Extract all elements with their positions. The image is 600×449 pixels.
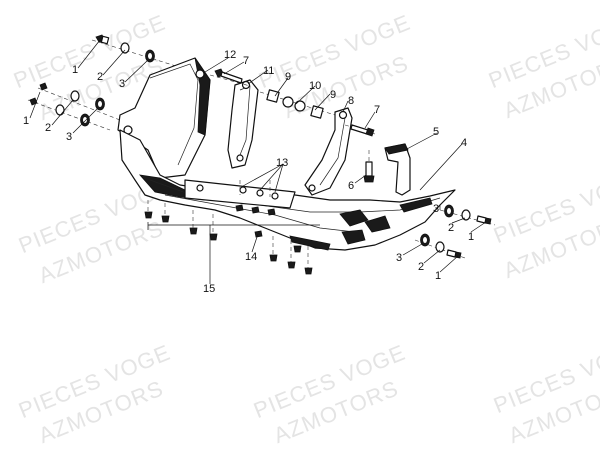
callout-2: 2	[97, 71, 103, 83]
bolt-washer-stack-left	[27, 82, 121, 131]
bolt-part-7-right	[344, 124, 376, 137]
callout-12: 12	[224, 49, 236, 61]
callout-3: 3	[396, 252, 402, 264]
callout-3: 3	[433, 203, 439, 215]
diagram-canvas: 1 2 3 1 2 3 12 7 11 9 10 9 8 7 5 4 6 13 …	[23, 34, 496, 295]
bolt-washer-stack-right-lower	[414, 233, 466, 259]
callout-1: 1	[435, 270, 441, 282]
callout-1: 1	[468, 231, 474, 243]
callout-2: 2	[448, 222, 454, 234]
leader-lines	[29, 39, 487, 284]
callout-7: 7	[374, 104, 380, 116]
callout-10: 10	[309, 80, 321, 92]
bolt-washer-stack-top-left	[91, 34, 206, 76]
callout-6: 6	[348, 180, 354, 192]
nuts-part-14	[235, 204, 276, 238]
exploded-parts-diagram: PIECES VOGE AZMOTORS PIECES VOGE AZMOTOR…	[10, 10, 600, 449]
bracket-part-11	[227, 79, 259, 169]
callout-14: 14	[245, 251, 257, 263]
callout-11: 11	[263, 65, 274, 77]
screws-part-15	[144, 200, 313, 275]
callout-3: 3	[119, 78, 125, 90]
callout-2: 2	[418, 261, 424, 273]
spacers-part-9-10	[259, 89, 336, 119]
callout-8: 8	[348, 95, 354, 107]
left-side-panel-part-12	[117, 57, 211, 179]
callout-9: 9	[285, 71, 291, 83]
callout-2: 2	[45, 122, 51, 134]
callout-3: 3	[66, 131, 72, 143]
callout-4: 4	[461, 137, 467, 149]
bolt-part-6	[363, 150, 375, 183]
callout-1: 1	[23, 115, 29, 127]
callout-13: 13	[276, 157, 288, 169]
callout-5: 5	[433, 126, 439, 138]
callout-1: 1	[72, 64, 78, 76]
bracket-part-8	[304, 107, 353, 196]
callout-labels: 1 2 3 1 2 3 12 7 11 9 10 9 8 7 5 4 6 13 …	[23, 49, 474, 295]
callout-15: 15	[203, 283, 215, 295]
bracket-part-5	[384, 143, 411, 196]
bolt-washer-stack-right-upper	[439, 204, 496, 226]
skid-plate-main	[119, 129, 456, 251]
bolt-part-7-top	[209, 68, 251, 87]
mounting-plate-part-13	[184, 179, 296, 209]
callout-9: 9	[330, 89, 336, 101]
callout-7: 7	[243, 55, 249, 67]
